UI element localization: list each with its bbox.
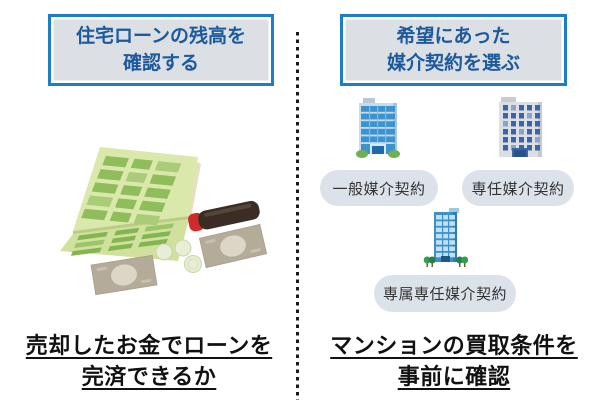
dotted-divider [296,32,299,400]
tree-icon [423,256,468,267]
right-conclusion-line1: マンションの買取条件を [330,334,578,359]
right-conclusion-line2: 事前に確認 [397,365,511,390]
right-step-header-line2: 媒介契約を選ぶ [386,52,520,74]
left-step-header: 住宅ローンの残高を 確認する [48,14,274,86]
contract-label-general: 一般媒介契約 [320,170,438,206]
right-step-header-line1: 希望にあった [396,25,511,47]
banknote-icon [198,223,268,269]
office-building-blue-icon [356,98,400,158]
left-step-header-line1: 住宅ローンの残高を [75,25,247,47]
right-step-header: 希望にあった 媒介契約を選ぶ [340,14,567,86]
passbook-entries-bottom [70,223,175,256]
passbook-entries-top [81,155,182,226]
office-building-tower-icon [423,208,468,267]
left-step-header-line2: 確認する [122,52,199,74]
left-conclusion-line2: 完済できるか [81,365,217,390]
office-building-gray-icon [499,97,542,157]
banknote-icon [90,254,158,296]
left-conclusion-line1: 売却したお金でローンを [25,334,273,359]
passbook-stamp-money-icon [60,147,268,296]
left-conclusion-text: 売却したお金でローンを 完済できるか [8,331,290,393]
contract-label-exclusive: 専任媒介契約 [462,170,574,206]
right-conclusion-text: マンションの買取条件を 事前に確認 [312,331,596,393]
contract-label-dedicated-exclusive: 専属専任媒介契約 [374,275,516,312]
coins-icon [155,239,202,273]
hanko-stamp-icon [188,200,260,232]
